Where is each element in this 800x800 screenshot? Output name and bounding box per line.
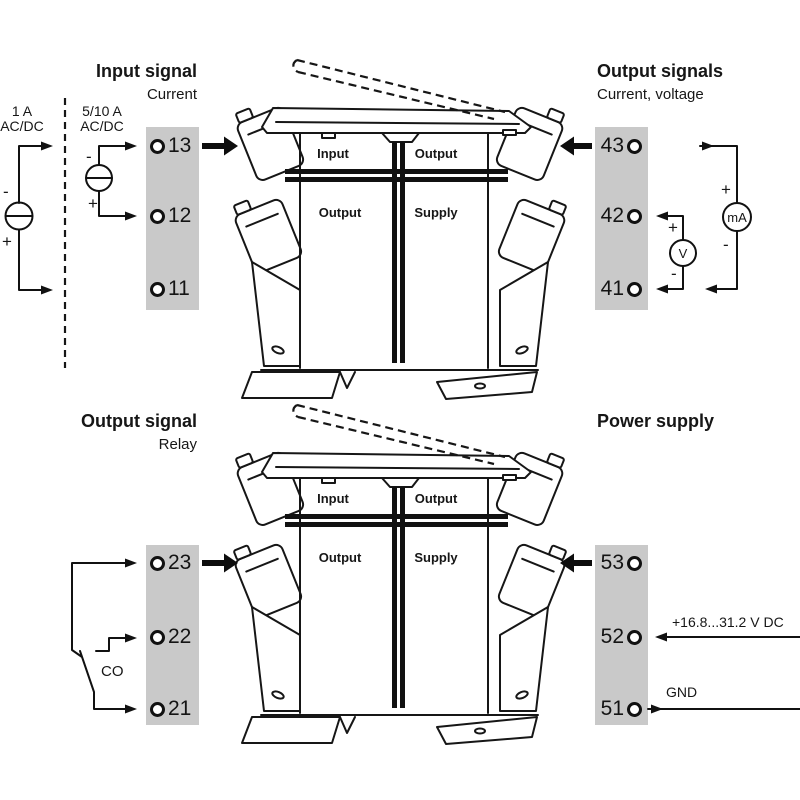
din-module-bottom-drawing: [228, 440, 572, 745]
terminal-number: 51: [600, 697, 624, 720]
terminal-number: 22: [168, 625, 192, 648]
power-supply-title: Power supply: [597, 411, 715, 431]
terminal-41: 41: [596, 278, 642, 300]
signal-direction-arrows: [202, 136, 592, 573]
v-plus: +: [668, 218, 678, 237]
terminal-13: 13: [150, 135, 191, 157]
terminal-number: 41: [600, 277, 624, 300]
terminal-screw-icon: [627, 281, 642, 297]
terminal-22: 22: [150, 626, 191, 648]
din-module-top-drawing: [228, 95, 572, 401]
terminal-number: 53: [600, 551, 624, 574]
power-arrow-icon: [560, 553, 592, 573]
output-arrow-icon: [560, 136, 592, 156]
terminal-number: 12: [168, 204, 192, 227]
source-5-10a-minus: -: [86, 147, 92, 166]
source-1a-line1: 1 A: [11, 103, 33, 119]
voltmeter-label: V: [678, 245, 688, 261]
terminal-12: 12: [150, 205, 191, 227]
output-signal-relay-subtitle: Relay: [158, 436, 197, 453]
quadrant-supply-bottom: Supply: [414, 549, 458, 565]
wire-arrow-icon: [41, 285, 53, 295]
quadrant-output-top: Output: [414, 145, 458, 161]
source-5-10a-line2: AC/DC: [80, 118, 124, 135]
open-cover-dashed-top: [292, 58, 506, 121]
input-signal-subtitle: Current: [146, 86, 197, 103]
terminal-screw-icon: [627, 555, 642, 571]
terminal-screw-icon: [150, 701, 165, 717]
wire-arrow-icon: [125, 633, 137, 643]
terminal-number: 42: [600, 204, 624, 227]
source-5-10a-plus: +: [88, 194, 98, 213]
supply-voltage-label: +16.8...31.2 V DC: [672, 614, 784, 630]
wire-arrow-icon: [125, 558, 137, 568]
wire-arrow-icon: [125, 704, 137, 714]
milliammeter-label: mA: [727, 209, 747, 225]
source-1a-label: 1 A AC/DC: [0, 103, 47, 135]
terminal-screw-icon: [150, 555, 165, 571]
quadrant-output2-bottom: Output: [318, 549, 362, 565]
input-signal-title: Input signal: [96, 61, 197, 81]
source-5-10a-label: 5/10 A AC/DC: [78, 103, 126, 135]
wire-arrow-icon: [125, 211, 137, 221]
terminal-screw-icon: [150, 281, 165, 297]
terminal-52: 52: [596, 626, 642, 648]
terminal-53: 53: [596, 552, 642, 574]
terminal-51: 51: [596, 698, 642, 720]
current-source-1a-wiring: [4, 141, 53, 295]
terminal-screw-icon: [627, 701, 642, 717]
output-signals-subtitle: Current, voltage: [597, 86, 704, 103]
wire-arrow-icon: [705, 284, 717, 294]
terminal-21: 21: [150, 698, 191, 720]
quadrant-input-bottom: Input: [317, 490, 349, 506]
terminal-screw-icon: [150, 138, 165, 154]
ma-plus: +: [721, 180, 731, 199]
wire-arrow-icon: [656, 284, 668, 294]
open-cover-dashed-bottom: [292, 403, 506, 466]
relay-contact-wiring: [71, 558, 137, 714]
terminal-screw-icon: [150, 629, 165, 645]
terminal-43: 43: [596, 135, 642, 157]
terminal-number: 52: [600, 625, 624, 648]
v-minus: -: [671, 264, 677, 283]
terminal-screw-icon: [627, 138, 642, 154]
input-arrow-icon: [202, 136, 238, 156]
power-supply-wiring: [647, 632, 800, 714]
terminal-screw-icon: [627, 208, 642, 224]
terminal-23: 23: [150, 552, 191, 574]
terminal-number: 13: [168, 134, 192, 157]
source-1a-line2: AC/DC: [0, 118, 44, 135]
source-1a-plus: +: [2, 232, 12, 251]
source-1a-minus: -: [3, 182, 9, 201]
terminal-42: 42: [596, 205, 642, 227]
terminal-number: 43: [600, 134, 624, 157]
wire-arrow-icon: [41, 141, 53, 151]
terminal-number: 23: [168, 551, 192, 574]
wire-arrow-icon: [125, 141, 137, 151]
relay-arrow-icon: [202, 553, 238, 573]
output-signal-relay-title: Output signal: [81, 411, 197, 431]
relay-co-label: CO: [101, 663, 124, 680]
quadrant-supply-top: Supply: [414, 204, 458, 220]
quadrant-input-top: Input: [317, 145, 349, 161]
current-source-icon: [85, 164, 113, 192]
terminal-number: 11: [168, 277, 190, 300]
wire-arrow-icon: [656, 211, 668, 221]
source-5-10a-line1: 5/10 A: [82, 103, 122, 119]
terminal-number: 21: [168, 697, 192, 720]
ma-minus: -: [723, 235, 729, 254]
terminal-screw-icon: [627, 629, 642, 645]
quadrant-output2-top: Output: [318, 204, 362, 220]
terminal-11: 11: [150, 278, 190, 300]
quadrant-output-bottom: Output: [414, 490, 458, 506]
wire-arrow-icon: [655, 632, 667, 642]
wire-arrow-icon: [702, 141, 714, 151]
output-signals-title: Output signals: [597, 61, 723, 81]
terminal-screw-icon: [150, 208, 165, 224]
current-source-icon: [4, 201, 34, 231]
gnd-label: GND: [666, 684, 698, 700]
wire-arrow-icon: [651, 704, 663, 714]
